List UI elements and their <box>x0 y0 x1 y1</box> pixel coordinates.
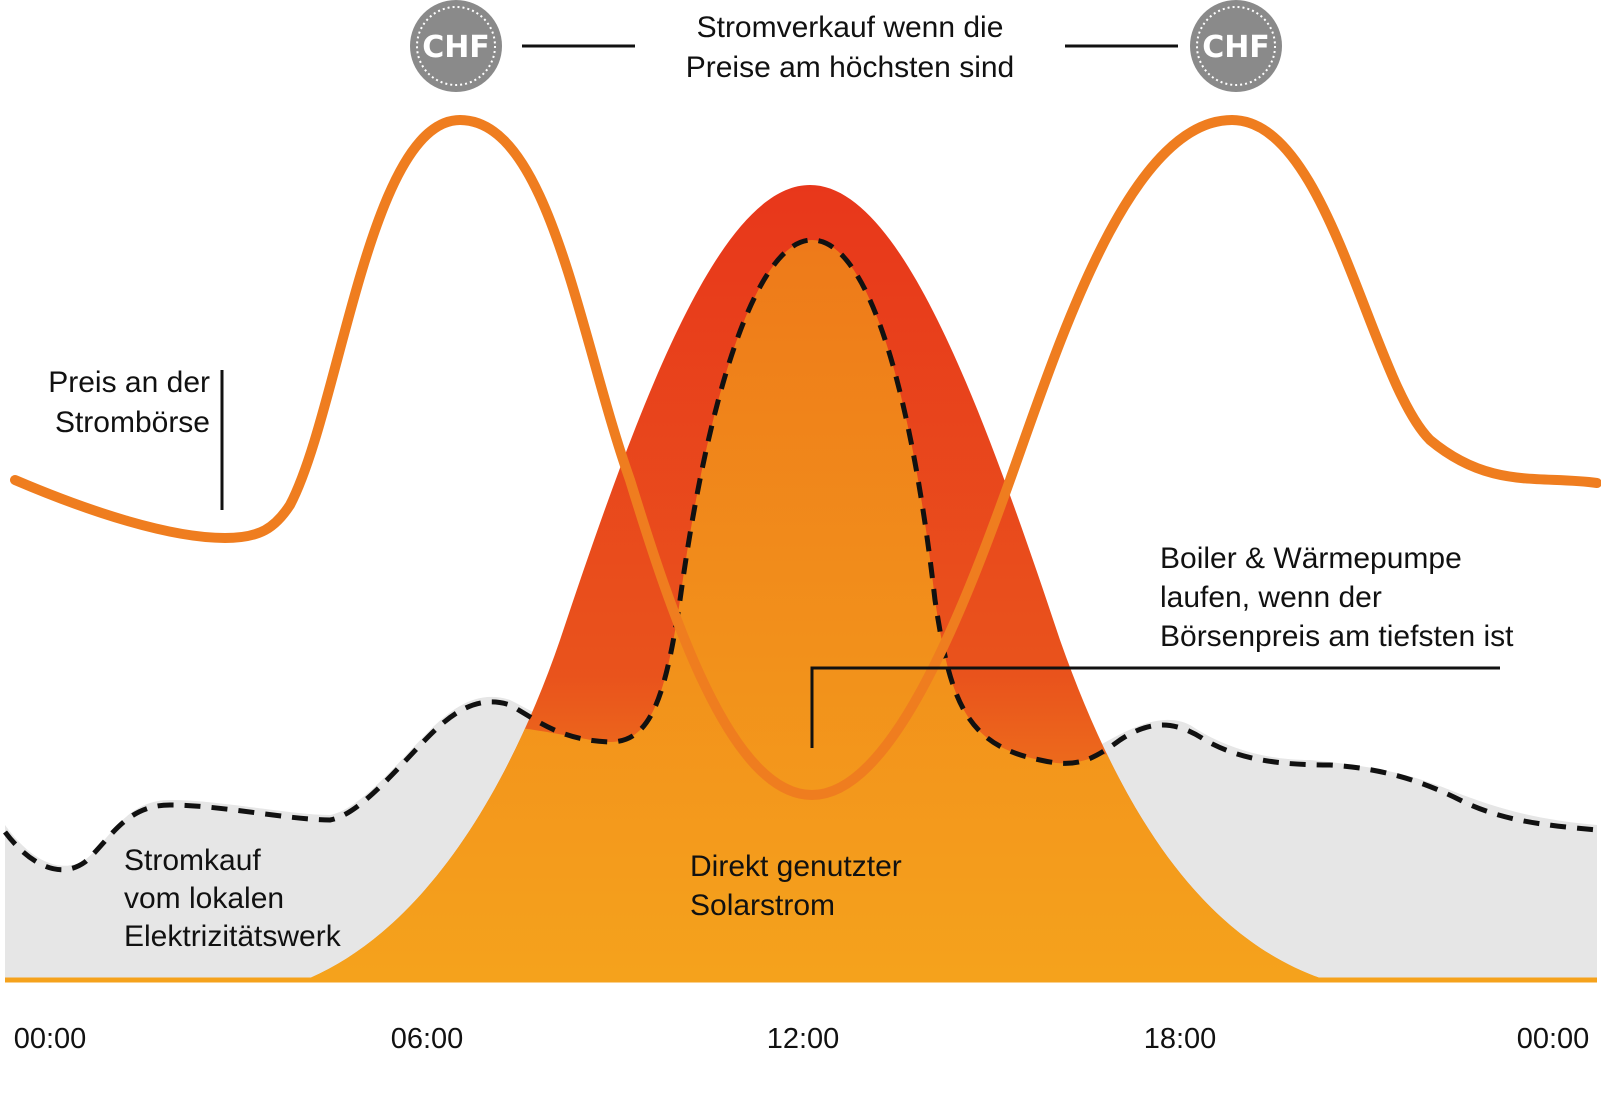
chf-coin-icon-left: CHF <box>410 0 502 92</box>
boiler-connector-line <box>810 666 1500 748</box>
grid-purchase-label-line-1: Stromkauf <box>124 844 261 877</box>
grid-purchase-label-line-3: Elektrizitätswerk <box>124 920 342 953</box>
price-label-line-1: Preis an der <box>48 366 210 399</box>
svg-text:CHF: CHF <box>1202 30 1270 65</box>
boiler-label-line-3: Börsenpreis am tiefsten ist <box>1160 620 1514 653</box>
x-tick-label: 06:00 <box>391 1023 464 1055</box>
x-tick-label: 12:00 <box>767 1023 840 1055</box>
x-tick-label: 18:00 <box>1144 1023 1217 1055</box>
x-tick-label: 00:00 <box>1517 1023 1590 1055</box>
chf-coin-icon-right: CHF <box>1190 0 1282 92</box>
svg-text:CHF: CHF <box>422 30 490 65</box>
solar-label-line-2: Solarstrom <box>690 889 835 922</box>
solar-label-line-1: Direkt genutzter <box>690 850 902 883</box>
grid-purchase-label-line-2: vom lokalen <box>124 882 284 915</box>
consumption-dashed-line <box>3 237 1598 873</box>
title-line-1: Stromverkauf wenn die <box>697 11 1004 44</box>
boiler-label-line-2: laufen, wenn der <box>1160 581 1382 614</box>
boiler-label-line-1: Boiler & Wärmepumpe <box>1160 542 1462 575</box>
price-curve <box>10 114 1601 801</box>
title-line-2: Preise am höchsten sind <box>686 51 1015 84</box>
price-label-line-2: Strombörse <box>55 406 210 439</box>
x-tick-label: 00:00 <box>14 1023 87 1055</box>
